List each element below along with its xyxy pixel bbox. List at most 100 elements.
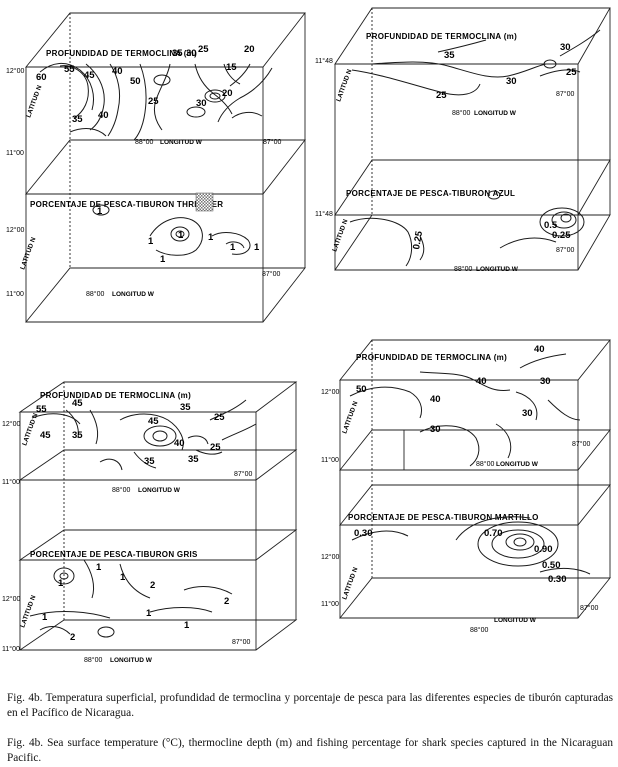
- contour-label: 1: [230, 242, 236, 253]
- contour-label: 30: [522, 408, 533, 419]
- panel-gris: PROFUNDIDAD DE TERMOCLINA (m) 55 45 45 3…: [2, 381, 298, 664]
- lon-axis-label: LONGITUD W: [494, 617, 537, 624]
- bottom-map-title: PORCENTAJE DE PESCA-TIBURON GRIS: [30, 550, 198, 559]
- contour-label: 2: [150, 580, 155, 591]
- lon-tick: 87°00: [234, 470, 252, 478]
- contour-label: 50: [356, 384, 367, 395]
- top-contour-labels: 60 55 45 40 50 35 30 35 25 20 15 25 20 3…: [36, 44, 255, 125]
- contour-label: 35: [180, 402, 191, 413]
- panel-thresher: PROFUNDIDAD DE TERMOCLINA (m) 60 55 45 4…: [6, 12, 306, 323]
- contour-label: 50: [130, 76, 141, 87]
- contour-label: 40: [112, 66, 123, 77]
- lon-tick: 88°00: [135, 138, 153, 146]
- lon-tick: 88°00: [86, 290, 104, 298]
- lat-tick: 11°00: [6, 290, 24, 298]
- contour-label: 0.5: [544, 220, 558, 231]
- box-frame: [18, 381, 298, 651]
- contour-label: 1: [97, 206, 103, 217]
- figure-4b: PROFUNDIDAD DE TERMOCLINA (m) 60 55 45 4…: [2, 7, 611, 664]
- lon-axis-label: LONGITUD W: [110, 657, 153, 664]
- contour-label: 0.30: [548, 574, 567, 585]
- lon-tick: 87°00: [263, 138, 281, 146]
- contour-label: 35: [72, 114, 83, 125]
- lon-tick: 87°00: [580, 604, 598, 612]
- top-contour-labels: 50 40 40 30 30 30 40: [356, 344, 551, 435]
- contour-label: 2: [224, 596, 229, 607]
- bottom-contour-labels: 1 1 1 1 2 2 1 1 2: [42, 562, 229, 643]
- contour-label: 30: [540, 376, 551, 387]
- lat-tick: 12°00: [2, 595, 20, 603]
- contour-label: 2: [70, 632, 75, 643]
- lat-axis-label: LATITUD N: [331, 218, 349, 252]
- contour-label: 1: [208, 232, 214, 243]
- contour-label: 1: [184, 620, 190, 631]
- bottom-isolines: [349, 190, 585, 267]
- lon-tick: 87°00: [556, 90, 574, 98]
- panel-azul: PROFUNDIDAD DE TERMOCLINA (m) 35 30 25 3…: [315, 7, 611, 273]
- lat-tick: 11°00: [321, 456, 339, 464]
- box-frame: [334, 7, 611, 271]
- lat-axis-label: LATITUD N: [341, 400, 359, 434]
- contour-label: 40: [476, 376, 487, 387]
- contour-label: 30: [196, 98, 207, 109]
- contour-label: 0.90: [534, 544, 553, 555]
- contour-label: 30: [186, 48, 197, 59]
- box-frame: [25, 12, 306, 323]
- bottom-map-title: PORCENTAJE DE PESCA-TIBURON AZUL: [346, 189, 515, 198]
- lon-tick: 87°00: [232, 638, 250, 646]
- contour-label: 35: [444, 50, 455, 61]
- contour-label: 20: [244, 44, 255, 55]
- lat-tick: 12°00: [321, 553, 339, 561]
- contour-label: 15: [226, 62, 237, 73]
- contour-label: 35: [188, 454, 199, 465]
- bottom-contour-labels: 0.30 0.70 0.50 0.30 0.90: [354, 528, 567, 585]
- lat-axis-label: LATITUD N: [341, 566, 359, 600]
- lon-tick: 88°00: [476, 460, 494, 468]
- lon-tick: 87°00: [262, 270, 280, 278]
- contour-label: 25: [210, 442, 221, 453]
- contour-label: 0.25: [411, 230, 425, 251]
- contour-label: 35: [72, 430, 83, 441]
- top-isolines: [351, 29, 601, 96]
- lat-tick: 11°48: [315, 210, 333, 218]
- contour-label: 30: [560, 42, 571, 53]
- lat-tick: 12°00: [2, 420, 20, 428]
- contour-label: 25: [148, 96, 159, 107]
- lon-tick: 88°00: [454, 265, 472, 273]
- top-contour-labels: 35 30 25 30 25: [436, 42, 577, 101]
- lat-axis-label: LATITUD N: [335, 68, 353, 102]
- contour-label: 25: [214, 412, 225, 423]
- lon-axis-label: LONGITUD W: [160, 139, 203, 146]
- top-map-title: PROFUNDIDAD DE TERMOCLINA (m): [46, 49, 197, 58]
- contour-label: 45: [84, 70, 95, 81]
- contour-label: 1: [146, 608, 152, 619]
- contour-label: 20: [222, 88, 233, 99]
- lon-tick: 87°00: [556, 246, 574, 254]
- contour-label: 40: [174, 438, 185, 449]
- contour-label: 55: [64, 64, 75, 75]
- contour-label: 45: [72, 398, 83, 409]
- lon-tick: 88°00: [452, 109, 470, 117]
- bottom-map-title: PORCENTAJE DE PESCA-TIBURON MARTILLO: [348, 513, 539, 522]
- lat-tick: 11°00: [2, 478, 20, 486]
- lon-tick: 88°00: [84, 656, 102, 664]
- lat-axis-label: LATITUD N: [21, 412, 39, 446]
- contour-label: 60: [36, 72, 47, 83]
- lon-axis-label: LONGITUD W: [476, 266, 519, 273]
- contour-label: 40: [534, 344, 545, 355]
- lon-tick: 87°00: [572, 440, 590, 448]
- top-isolines: [349, 353, 581, 467]
- bottom-isolines: [29, 559, 233, 638]
- figure-caption-es: Fig. 4b. Temperatura superficial, profun…: [7, 692, 613, 719]
- top-map-title: PROFUNDIDAD DE TERMOCLINA (m): [40, 391, 191, 400]
- contour-label: 1: [148, 236, 154, 247]
- contour-label: 1: [254, 242, 260, 253]
- bottom-map-title: PORCENTAJE DE PESCA-TIBURON THRESHER: [30, 200, 223, 209]
- lat-axis-label: LATITUD N: [19, 236, 37, 270]
- lon-axis-label: LONGITUD W: [474, 110, 517, 117]
- contour-label: 25: [198, 44, 209, 55]
- top-contour-labels: 55 45 45 35 45 35 40 25 35 25 35: [36, 398, 225, 467]
- bottom-isolines: [92, 204, 251, 256]
- contour-label: 55: [36, 404, 47, 415]
- lon-axis-label: LONGITUD W: [496, 461, 539, 468]
